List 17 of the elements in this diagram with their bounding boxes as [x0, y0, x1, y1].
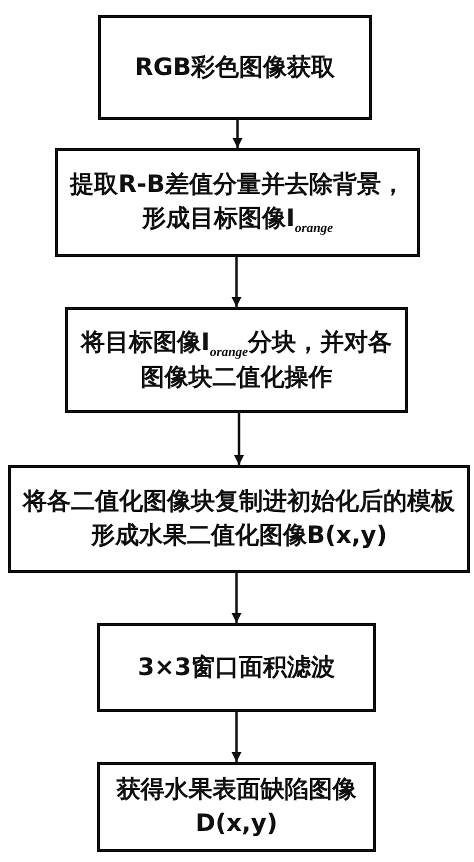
process-box: [97, 762, 376, 852]
arrow: [232, 257, 242, 307]
arrow: [232, 573, 242, 623]
process-box: [55, 148, 420, 257]
step-text: 提取R-B差值分量并去除背景，形成目标图像I$_{orange}$: [68, 169, 406, 237]
process-box: [65, 307, 408, 413]
step-text: 3×3窗口面积滤波: [138, 652, 336, 683]
step-text: 将目标图像I$_{orange}$分块，并对各图像块二值化操作: [79, 326, 394, 393]
step-text: 将各二值化图像块复制进初始化后的模板形成水果二值化图像B(x,y): [21, 486, 456, 551]
step-text: RGB彩色图像获取: [134, 52, 336, 83]
arrow: [234, 413, 244, 465]
arrow: [232, 120, 242, 148]
arrow: [232, 712, 242, 762]
process-box: [98, 15, 372, 120]
step-text: 获得水果表面缺陷图像D(x,y): [116, 774, 358, 839]
process-box: [97, 623, 376, 712]
process-box: [8, 465, 470, 573]
